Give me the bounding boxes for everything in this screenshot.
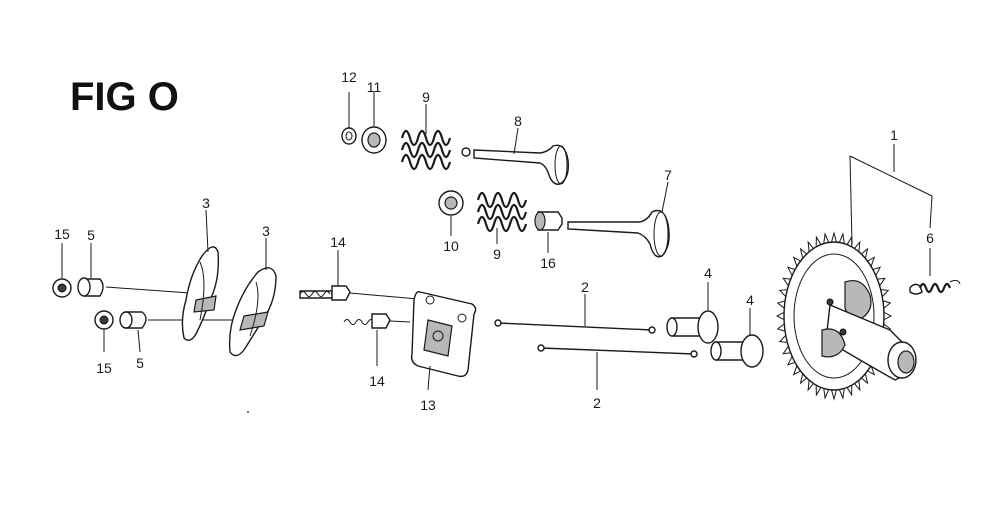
part-8-valve [461, 144, 570, 185]
callout-3-right: 3 [262, 223, 270, 239]
gear-tooth [830, 389, 838, 401]
callout-13: 13 [420, 397, 436, 413]
part-1-camshaft [775, 231, 917, 401]
callout-6: 6 [926, 230, 934, 246]
part-9-valve-spring-lower [476, 191, 528, 233]
callout-15-lower: 15 [96, 360, 112, 376]
callout-labels: 12 11 9 8 7 10 9 16 1 6 3 3 14 15 5 15 5… [54, 69, 934, 413]
callout-16: 16 [540, 255, 556, 271]
part-14-stud-lower [343, 313, 411, 329]
part-15-nut-upper [52, 278, 72, 298]
callout-2-upper: 2 [581, 279, 589, 295]
figure-title: FIG O [70, 75, 179, 119]
callout-5-upper: 5 [87, 227, 95, 243]
scan-speck [247, 411, 249, 413]
part-16-seal [534, 211, 563, 231]
callout-10: 10 [443, 238, 459, 254]
part-5-pivot-lower [119, 311, 236, 329]
part-6-spring [909, 279, 961, 295]
part-13-guide-plate [410, 290, 477, 378]
callout-3-left: 3 [202, 195, 210, 211]
part-15-nut-lower [94, 310, 114, 330]
gear-tooth [775, 311, 785, 321]
callout-9-lower: 9 [493, 246, 501, 262]
callout-7: 7 [664, 167, 672, 183]
callout-4-left: 4 [704, 265, 712, 281]
part-4-tappet-right [710, 334, 764, 368]
callout-1: 1 [890, 127, 898, 143]
callout-12: 12 [341, 69, 357, 85]
leader-lines [61, 92, 933, 391]
callout-14-lower: 14 [369, 373, 385, 389]
callout-11: 11 [367, 79, 382, 95]
part-14-stud-upper [299, 285, 419, 301]
callout-4-right: 4 [746, 292, 754, 308]
part-9-valve-spring-upper [400, 129, 452, 171]
part-5-pivot-upper [77, 277, 191, 297]
part-2-push-rod-upper [494, 319, 656, 334]
part-3-rocker-arm-left [181, 246, 220, 341]
part-2-push-rod-lower [537, 344, 698, 358]
callout-8: 8 [514, 113, 522, 129]
part-12-collet [341, 127, 357, 145]
callout-5-lower: 5 [136, 355, 144, 371]
callout-15-upper: 15 [54, 226, 70, 242]
part-4-tappet-left [666, 310, 719, 344]
gear-tooth [830, 231, 838, 243]
part-10-washer [438, 190, 464, 216]
callout-9-upper: 9 [422, 89, 430, 105]
callout-2-lower: 2 [593, 395, 601, 411]
callout-14-upper: 14 [330, 234, 346, 250]
part-11-retainer [361, 126, 387, 154]
part-3-rocker-arm-right [228, 267, 277, 357]
gear-tooth [883, 311, 893, 321]
part-7-valve [567, 209, 670, 258]
